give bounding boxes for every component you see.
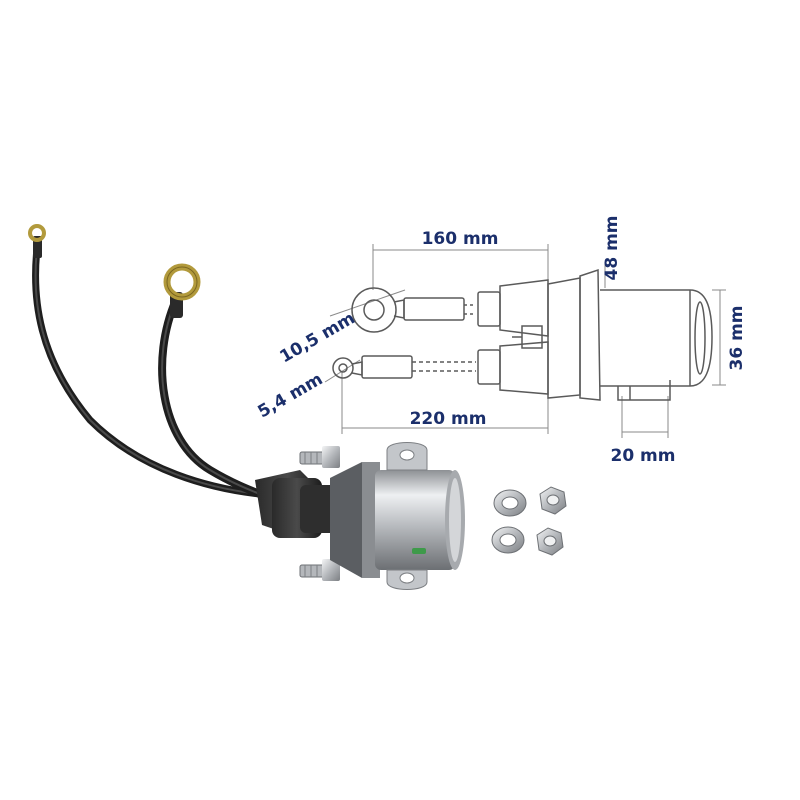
label-body-height: 48 mm	[602, 215, 622, 280]
cable-left	[32, 236, 274, 499]
rubber-boot	[255, 470, 340, 538]
drawing-can	[600, 289, 713, 387]
solenoid-can	[375, 470, 465, 570]
hex-nut	[539, 486, 567, 515]
solenoid-photo	[28, 224, 465, 590]
mounting-bracket-bottom	[386, 548, 428, 590]
label-length-long: 220 mm	[410, 409, 487, 429]
mounting-bracket-top	[386, 442, 428, 471]
cable-right	[158, 296, 279, 504]
hex-nut	[536, 527, 564, 556]
dimension-lines	[324, 244, 726, 438]
terminal-stud-bottom	[299, 559, 340, 581]
drawing-ring-large	[351, 287, 397, 333]
label-length-short: 160 mm	[422, 229, 499, 249]
label-ring-small: 5,4 mm	[255, 369, 327, 422]
hardware-set	[491, 486, 567, 556]
spring-washer	[491, 526, 525, 554]
ring-terminal-large	[163, 263, 201, 318]
solenoid-base	[330, 462, 380, 578]
terminal-stud-top	[299, 446, 340, 468]
drawing-ring-small	[332, 357, 354, 379]
label-body-diameter: 36 mm	[727, 305, 747, 370]
spring-washer	[493, 489, 527, 517]
label-bracket-width: 20 mm	[610, 446, 675, 466]
ring-terminal-small	[28, 224, 46, 258]
technical-drawing	[324, 244, 726, 438]
